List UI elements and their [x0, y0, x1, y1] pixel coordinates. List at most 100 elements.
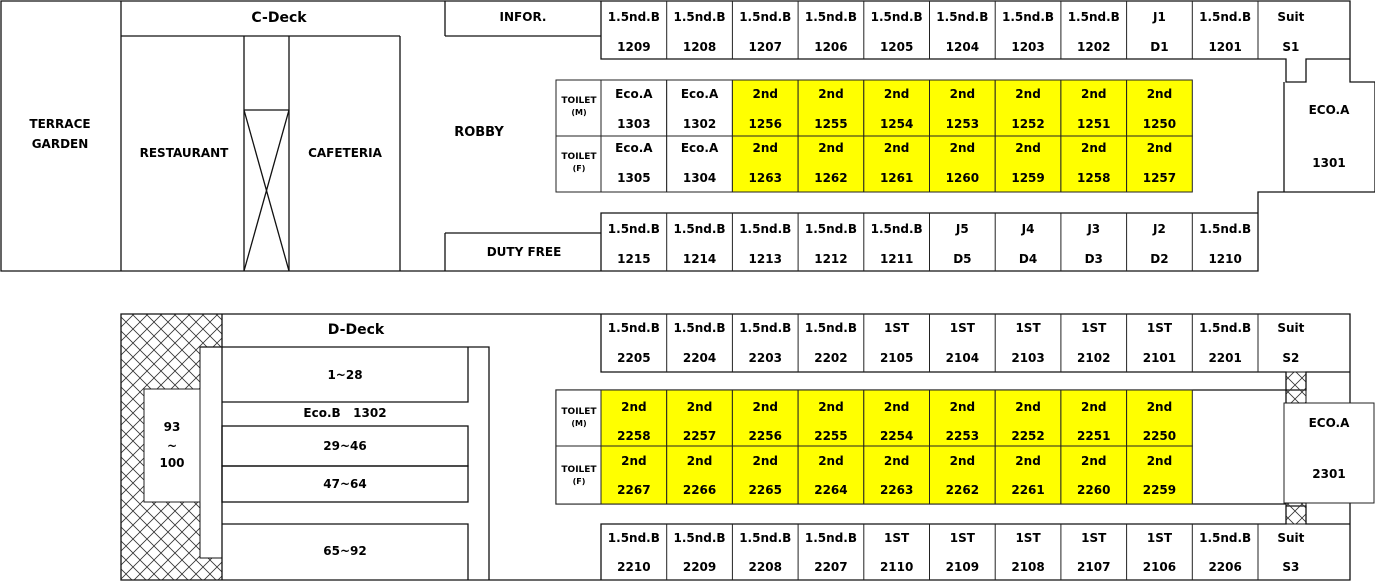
c-toilet-m-label: TOILET — [561, 96, 597, 106]
room-type: 1.5nd.B — [805, 222, 857, 236]
room-type: 2nd — [1015, 87, 1040, 101]
room-box — [797, 79, 865, 137]
c-toilet-f-label: TOILET — [561, 152, 597, 162]
room-type: 1ST — [1147, 531, 1173, 545]
room-type: 2nd — [1081, 454, 1106, 468]
room-type: Suit — [1277, 10, 1304, 24]
room-type: 1ST — [950, 321, 976, 335]
room-type: 1ST — [1081, 321, 1107, 335]
room-box — [1060, 445, 1128, 505]
room-number: 1260 — [946, 171, 979, 185]
room-box — [731, 79, 799, 137]
d-toilet-m-sub: (M) — [571, 419, 586, 428]
room-number: 2264 — [814, 483, 847, 497]
d-toilet-m-label: TOILET — [561, 407, 597, 417]
room-type: 2nd — [1147, 141, 1172, 155]
room-number: 2204 — [683, 351, 716, 365]
room-type: Eco.A — [615, 87, 653, 101]
room-type: 1.5nd.B — [608, 10, 660, 24]
room-type: 1.5nd.B — [1068, 10, 1120, 24]
room-cell: 1.5nd.B 1202 — [1060, 1, 1120, 59]
room-number: 2103 — [1011, 351, 1044, 365]
room-number: 1210 — [1208, 252, 1241, 266]
room-number: 1207 — [749, 40, 782, 54]
room-number: 2109 — [946, 560, 979, 574]
d-toilet-f-label: TOILET — [561, 465, 597, 475]
room-type: 2nd — [884, 87, 909, 101]
room-type: 2nd — [1015, 400, 1040, 414]
room-type: 1.5nd.B — [1199, 531, 1251, 545]
room-type: 1.5nd.B — [1199, 10, 1251, 24]
room-number: 1209 — [617, 40, 650, 54]
room-number: 1255 — [814, 117, 847, 131]
room-number: D3 — [1085, 252, 1103, 266]
room-type: 2nd — [818, 454, 843, 468]
room-number: 1259 — [1011, 171, 1044, 185]
d-mid-row-1: 2nd22582nd22572nd22562nd22552nd22542nd22… — [600, 389, 1193, 447]
d-eco-num: 2301 — [1312, 467, 1345, 481]
room-number: 1205 — [880, 40, 913, 54]
c-mid-row-1: Eco.A1303Eco.A13022nd12562nd12552nd12542… — [600, 79, 1193, 137]
room-number: D4 — [1019, 252, 1037, 266]
room-number: 1202 — [1077, 40, 1110, 54]
room-type: J5 — [955, 222, 969, 236]
room-number: 2260 — [1077, 483, 1110, 497]
room-number: 2203 — [749, 351, 782, 365]
room-cell: 2nd 2260 — [1060, 445, 1128, 505]
room-box — [600, 445, 668, 505]
room-type: 1.5nd.B — [805, 10, 857, 24]
room-box — [1060, 389, 1128, 447]
room-number: 2104 — [946, 351, 979, 365]
room-number: 1254 — [880, 117, 913, 131]
infor-label: INFOR. — [500, 10, 547, 24]
room-number: 2201 — [1208, 351, 1241, 365]
room-type: 1.5nd.B — [608, 531, 660, 545]
room-type: 1.5nd.B — [673, 222, 725, 236]
room-box — [863, 445, 930, 505]
c-toilet-f: TOILET (F) — [555, 135, 602, 193]
room-number: 2262 — [946, 483, 979, 497]
room-number: 2207 — [814, 560, 847, 574]
d-hatch-top — [1285, 371, 1307, 404]
room-number: 2259 — [1143, 483, 1176, 497]
room-box — [600, 135, 668, 193]
duty-free-label: DUTY FREE — [487, 245, 562, 259]
room-type: 2nd — [753, 87, 778, 101]
room-number: 1261 — [880, 171, 913, 185]
room-box — [863, 389, 930, 447]
room-number: 2101 — [1143, 351, 1176, 365]
room-number: 2110 — [880, 560, 913, 574]
room-number: 1250 — [1143, 117, 1176, 131]
room-type: 1ST — [884, 321, 910, 335]
room-number: 1215 — [617, 252, 650, 266]
room-number: 1251 — [1077, 117, 1110, 131]
d-mid-row-2: 2nd22672nd22662nd22652nd22642nd22632nd22… — [600, 445, 1193, 505]
room-type: 2nd — [818, 87, 843, 101]
cafeteria-label: CAFETERIA — [308, 146, 383, 160]
room-box — [1060, 79, 1128, 137]
room-type: J1 — [1152, 10, 1166, 24]
room-box — [994, 135, 1062, 193]
